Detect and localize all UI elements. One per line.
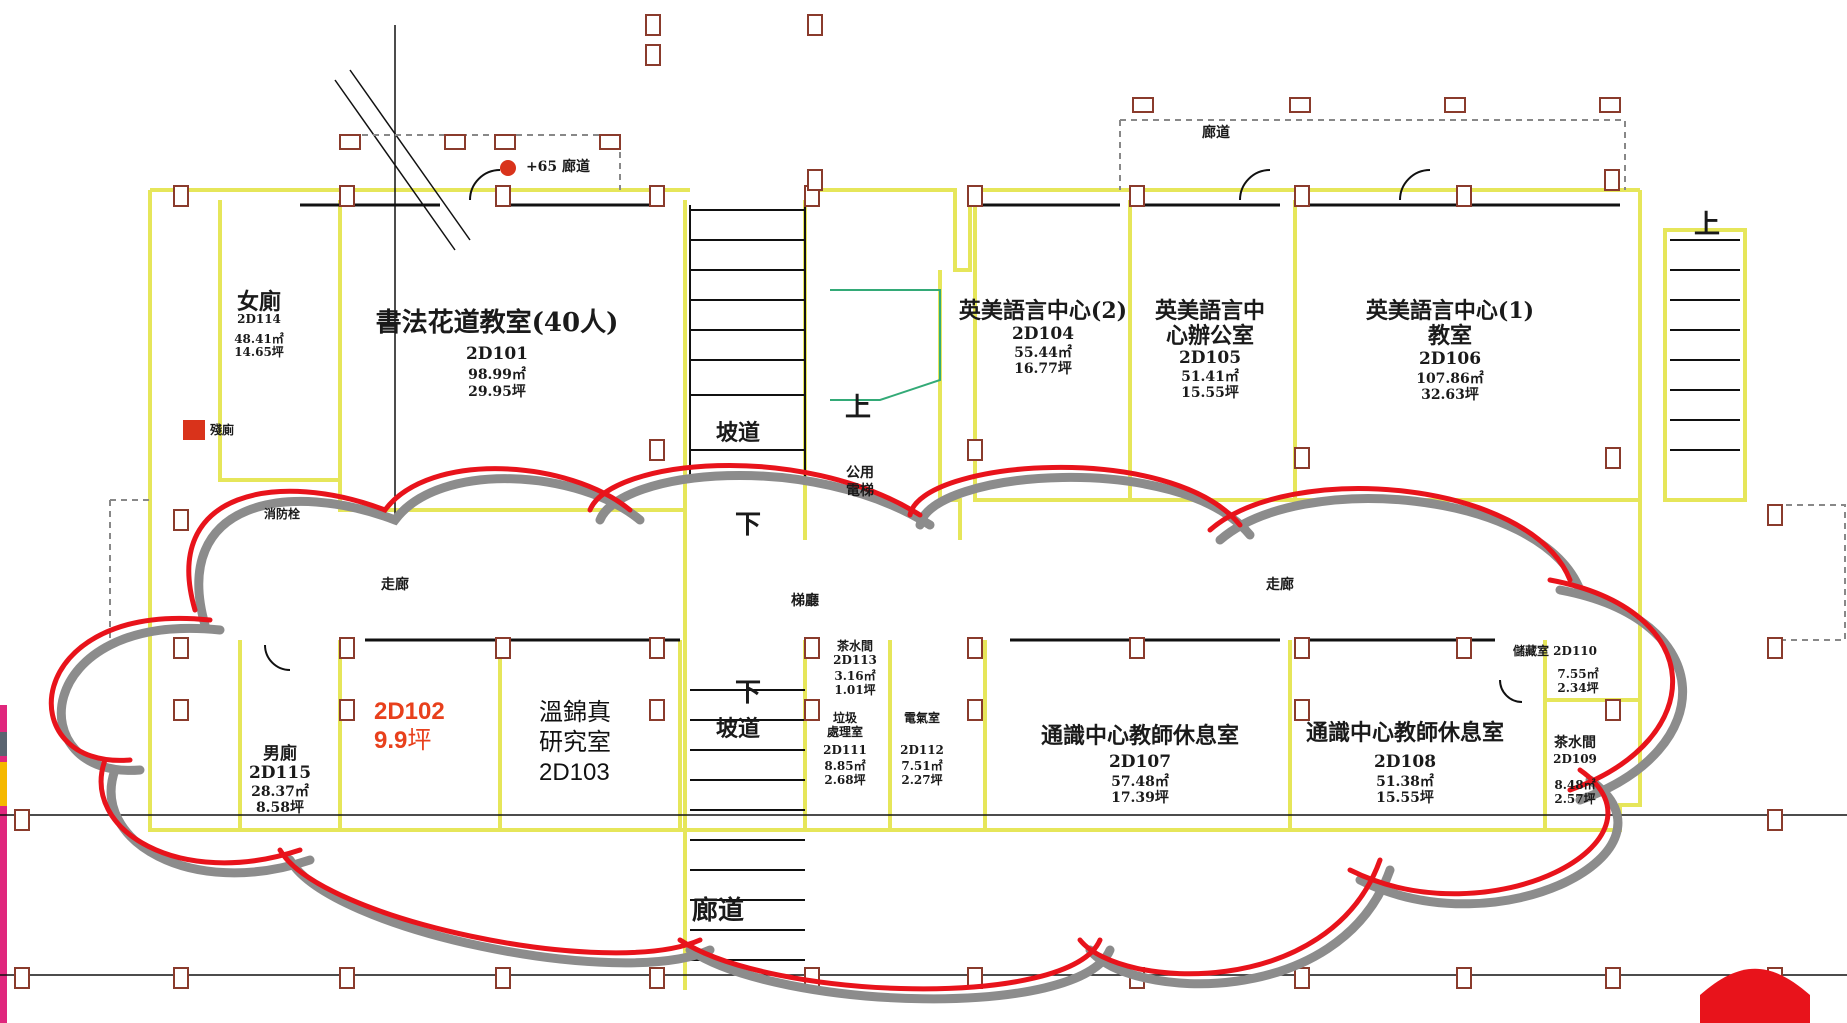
door-arcs <box>264 169 1523 703</box>
room-2D108-area-m2: 51.38㎡ <box>1376 774 1434 790</box>
annotation-box-2D102: 2D102 9.9坪 <box>358 688 486 800</box>
room-2D114-name: 女廁 <box>236 289 282 315</box>
room-2D107-area-ping: 17.39坪 <box>1111 790 1169 806</box>
room-2D108-area-ping: 15.55坪 <box>1376 790 1434 806</box>
room-2D113-area-ping: 1.01坪 <box>834 683 876 697</box>
annotation-2D103-line-2: 研究室 <box>539 729 611 756</box>
annotation-2D102-code: 2D102 <box>374 698 445 725</box>
room-2D115-name: 男廁 <box>263 744 297 764</box>
room-2D107-name: 通識中心教師休息室 <box>1040 723 1240 749</box>
wall-outlines <box>148 119 1747 990</box>
room-2D109-area-ping: 2.57坪 <box>1554 792 1596 806</box>
accessible-wc-label: 殘廁 <box>209 423 235 437</box>
room-2D110-name: 儲藏室 2D110 <box>1513 644 1597 658</box>
room-2D105-code: 2D105 <box>1178 348 1242 368</box>
room-2D114-area-ping: 14.65坪 <box>234 345 284 359</box>
partition-lines <box>0 25 1847 976</box>
column-markers <box>14 14 1783 989</box>
up-stair-mid-label: 上 <box>844 393 872 423</box>
room-2D111-name-1: 垃圾 <box>832 711 858 725</box>
room-2D101-name: 書法花道教室(40人) <box>375 308 619 338</box>
room-2D110-area-m2: 7.55㎡ <box>1557 667 1599 681</box>
annotation-2D103-line-1: 溫錦真 <box>539 699 611 726</box>
marker-icon <box>500 160 516 176</box>
room-2D112-code: 2D112 <box>900 743 944 757</box>
lobby-label: 梯廳 <box>791 593 819 609</box>
down-lower-label: 下 <box>734 678 762 708</box>
cloud-shadow <box>56 471 1687 1004</box>
room-2D104-code: 2D104 <box>1011 324 1075 344</box>
room-2D106-area-ping: 32.63坪 <box>1421 387 1479 403</box>
room-2D105-area-ping: 15.55坪 <box>1181 385 1239 401</box>
room-2D105-name-1: 英美語言中 <box>1154 298 1266 324</box>
room-2D115-code: 2D115 <box>248 763 312 783</box>
room-2D110-area-ping: 2.34坪 <box>1557 681 1599 695</box>
side-tab-gray <box>0 732 7 756</box>
room-2D109-area-m2: 8.48㎡ <box>1554 778 1596 792</box>
annotation-2D102-area-value: 9.9 <box>374 726 408 754</box>
room-2D111-code: 2D111 <box>823 743 867 757</box>
room-2D111-name-2: 處理室 <box>826 725 864 739</box>
annotation-box-2D103: 溫錦真 研究室 2D103 <box>525 688 640 803</box>
room-2D115-area-ping: 8.58坪 <box>255 800 305 816</box>
room-2D106-code: 2D106 <box>1418 349 1482 369</box>
room-2D101-area-ping: 29.95坪 <box>468 384 526 400</box>
room-2D106-area-m2: 107.86㎡ <box>1416 371 1484 387</box>
corridor-top-left-label: +65 廊道 <box>525 159 591 175</box>
revision-cloud <box>48 463 1675 992</box>
room-2D101-area-m2: 98.99㎡ <box>468 367 526 383</box>
room-2D109-code: 2D109 <box>1553 752 1597 766</box>
hall-left-label: 走廊 <box>381 577 409 593</box>
side-tab-pink <box>0 705 7 1023</box>
hall-right-label: 走廊 <box>1266 577 1294 593</box>
room-2D111-area-ping: 2.68坪 <box>824 773 866 787</box>
room-2D112-area-ping: 2.27坪 <box>901 773 943 787</box>
room-2D104-area-ping: 16.77坪 <box>1014 361 1072 377</box>
room-2D114-area-m2: 48.41㎡ <box>234 332 284 346</box>
room-2D104-name: 英美語言中心(2) <box>958 298 1128 324</box>
side-tab-yellow <box>0 762 7 806</box>
accessible-toilet-icon <box>183 420 205 440</box>
down-upper-label: 下 <box>734 510 762 540</box>
room-2D105-area-m2: 51.41㎡ <box>1181 369 1239 385</box>
room-2D101-code: 2D101 <box>465 344 529 364</box>
ramp-upper-label: 坡道 <box>715 420 761 446</box>
room-2D107-area-m2: 57.48㎡ <box>1111 774 1169 790</box>
corridor-bottom-label: 廊道 <box>691 896 745 926</box>
up-stair-right-label: 上 <box>1693 210 1721 240</box>
room-2D113-name: 茶水間 <box>836 639 874 653</box>
corridor-top-label: 廊道 <box>1202 125 1230 141</box>
room-2D107-code: 2D107 <box>1108 752 1172 772</box>
room-2D114-code: 2D114 <box>237 312 281 326</box>
ramp-lower-label: 坡道 <box>715 716 761 742</box>
room-2D111-area-m2: 8.85㎡ <box>824 759 866 773</box>
public-space-label-2: 電梯 <box>846 483 874 499</box>
room-2D115-area-m2: 28.37㎡ <box>251 784 309 800</box>
fire-hydrant-label: 消防栓 <box>263 507 301 521</box>
room-2D113-area-m2: 3.16㎡ <box>834 669 876 683</box>
corner-mark <box>1700 968 1810 1023</box>
room-2D108-code: 2D108 <box>1373 752 1437 772</box>
room-2D112-area-m2: 7.51㎡ <box>901 759 943 773</box>
annotation-2D102-area-unit: 坪 <box>407 726 432 754</box>
annotation-2D103-line-3: 2D103 <box>539 759 610 786</box>
room-2D113-code: 2D113 <box>833 653 877 667</box>
room-2D112-name: 電氣室 <box>903 711 941 725</box>
room-2D106-name-1: 英美語言中心(1) <box>1365 298 1535 324</box>
room-2D104-area-m2: 55.44㎡ <box>1014 345 1072 361</box>
room-2D105-name-2: 心辦公室 <box>1165 323 1255 349</box>
room-2D109-name: 茶水間 <box>1554 735 1596 751</box>
room-2D108-name: 通識中心教師休息室 <box>1305 720 1505 746</box>
public-space-label-1: 公用 <box>846 465 874 481</box>
room-2D106-name-2: 教室 <box>1427 323 1473 349</box>
